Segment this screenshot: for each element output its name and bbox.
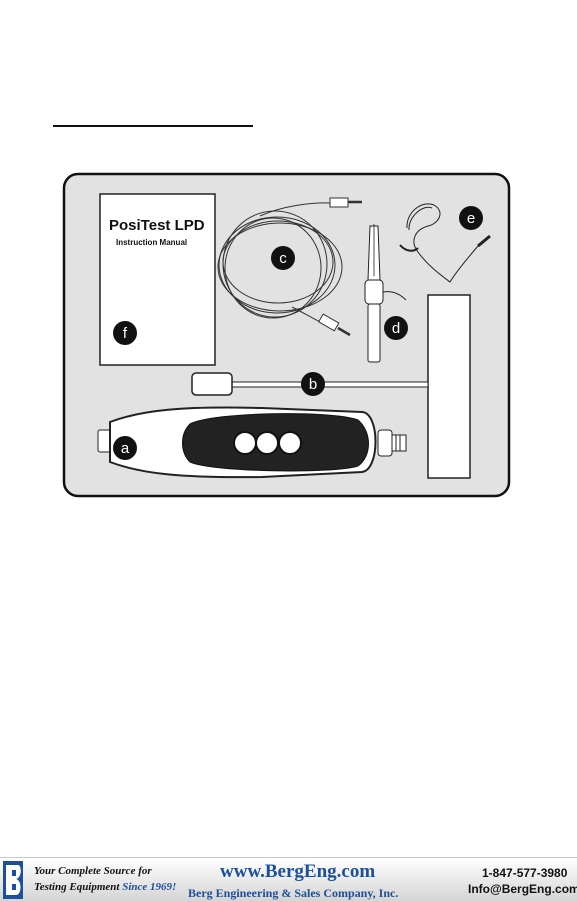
tagline-testing-equipment: Testing Equipment: [34, 881, 119, 893]
label-a: a: [121, 440, 130, 457]
footer-company-name: Berg Engineering & Sales Company, Inc.: [188, 886, 398, 901]
footer-tagline-line2: Testing Equipment Since 1969!: [34, 881, 176, 893]
berg-logo-icon: [2, 860, 24, 900]
footer-website[interactable]: www.BergEng.com: [220, 861, 375, 883]
section-heading-underline: [53, 125, 253, 127]
kit-contents-illustration: PosiTest LPD Instruction Manual f c: [62, 172, 511, 498]
label-d: d: [392, 320, 400, 337]
svg-text:PosiTest LPD: PosiTest LPD: [109, 217, 205, 234]
item-a-detector-body: [98, 408, 406, 478]
label-c: c: [279, 250, 287, 267]
item-f-instruction-manual: PosiTest LPD Instruction Manual f: [100, 194, 215, 365]
footer-banner: Your Complete Source for Testing Equipme…: [0, 857, 577, 902]
footer-email[interactable]: Info@BergEng.com: [468, 882, 577, 896]
footer-phone: 1-847-577-3980: [482, 866, 567, 880]
tagline-since: Since 1969!: [122, 881, 176, 893]
manual-title-brand: PosiTest: [109, 217, 170, 234]
kit-contents-figure: PosiTest LPD Instruction Manual f c: [62, 172, 511, 498]
manual-title-model: LPD: [175, 217, 205, 234]
label-b: b: [309, 376, 317, 393]
manual-subtitle: Instruction Manual: [116, 238, 187, 247]
footer-tagline-line1: Your Complete Source for: [34, 865, 152, 877]
label-e: e: [467, 210, 475, 227]
